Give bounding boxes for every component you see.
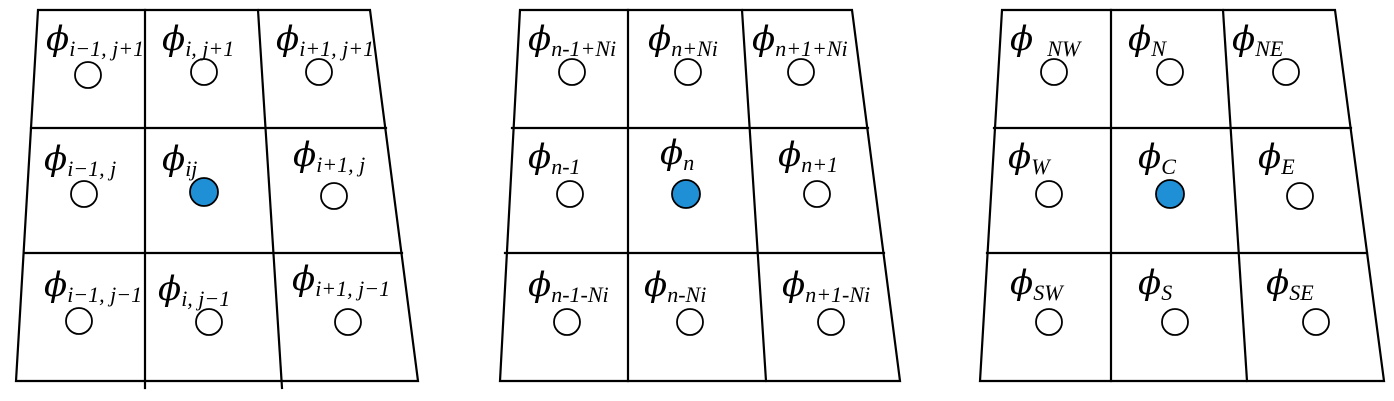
cell: ϕi−1, j <box>44 139 116 208</box>
node-circle <box>817 308 845 336</box>
node-circle <box>1035 308 1063 336</box>
grid-outline <box>14 8 420 383</box>
node-circle <box>1035 180 1063 208</box>
cell: ϕi, j+1 <box>162 19 234 86</box>
node-circle <box>674 58 702 86</box>
cell: ϕi+1, j <box>293 135 365 210</box>
center-node-circle <box>1155 179 1185 209</box>
cell: ϕSW <box>1010 263 1064 336</box>
cell-center: ϕC <box>1138 137 1185 209</box>
cell-label: ϕn-1 <box>528 137 581 179</box>
cell: ϕn-1+Ni <box>528 19 616 86</box>
cell-label: ϕn-1-Ni <box>528 265 609 307</box>
cell-label: ϕSE <box>1266 263 1314 305</box>
cell-label: ϕC <box>1138 137 1176 179</box>
cell: ϕW <box>1008 137 1063 208</box>
cell-label: ϕW <box>1008 137 1051 179</box>
node-circle <box>1272 58 1300 86</box>
cell-label: ϕE <box>1258 137 1295 179</box>
node-circle <box>195 308 223 336</box>
cell: ϕn+1-Ni <box>782 265 870 336</box>
node-circle <box>74 61 102 89</box>
node-circle <box>305 58 333 86</box>
cell-center: ϕij <box>162 139 219 207</box>
cell-label: ϕi+1, j+1 <box>276 19 374 61</box>
cell-label: ϕS <box>1138 263 1172 305</box>
node-circle <box>1161 308 1189 336</box>
cell: ϕn-1-Ni <box>528 265 609 336</box>
cell-label: ϕn+Ni <box>648 19 718 61</box>
cell-label: ϕNE <box>1232 19 1284 61</box>
cell-label: ϕSW <box>1010 263 1064 305</box>
cell-label: ϕn+1 <box>778 135 838 177</box>
cell: ϕi+1, j−1 <box>292 259 390 336</box>
node-circle <box>320 182 348 210</box>
cell: ϕSE <box>1266 263 1330 336</box>
grid-index-ij: ϕi−1, j+1 ϕi, j+1 ϕi+1, j+1 ϕi−1, j ϕij … <box>14 8 420 390</box>
cell: ϕS <box>1138 263 1189 336</box>
cell: ϕn-1 <box>528 137 584 208</box>
cell-label: ϕn <box>660 133 694 175</box>
grid-col-line <box>1221 8 1249 383</box>
node-circle <box>558 58 586 86</box>
cell-label: ϕi+1, j−1 <box>292 259 390 301</box>
cell: ϕn+1 <box>778 135 838 208</box>
cell: ϕi, j−1 <box>158 269 230 336</box>
center-node-circle <box>671 179 701 209</box>
node-circle <box>334 308 362 336</box>
cell-label: ϕi−1, j <box>44 139 116 181</box>
cell-label: ϕn+1+Ni <box>752 19 848 61</box>
node-circle <box>70 180 98 208</box>
cell-label: ϕi−1, j−1 <box>44 265 142 307</box>
node-circle <box>1040 58 1068 86</box>
node-circle <box>1302 308 1330 336</box>
cell-label: ϕn+1-Ni <box>782 265 870 307</box>
cell: ϕi+1, j+1 <box>276 19 374 86</box>
cell: ϕN <box>1128 19 1184 86</box>
node-circle <box>556 180 584 208</box>
grid-col-line <box>256 8 284 390</box>
cell-label: ϕi, j−1 <box>158 269 230 311</box>
node-circle <box>803 180 831 208</box>
cell: ϕE <box>1258 137 1314 210</box>
node-circle <box>65 307 93 335</box>
cell: ϕNE <box>1232 19 1300 86</box>
center-node-circle <box>189 177 219 207</box>
node-circle <box>676 308 704 336</box>
cell-label: ϕi+1, j <box>293 135 365 177</box>
node-circle <box>1286 182 1314 210</box>
cell-label: ϕn-1+Ni <box>528 19 616 61</box>
cell-label: ϕn-Ni <box>644 265 706 307</box>
cell: ϕi−1, j−1 <box>44 265 142 335</box>
cell-label: ϕij <box>162 139 197 181</box>
grid-index-n: ϕn-1+Ni ϕn+Ni ϕn+1+Ni ϕn-1 ϕn ϕn+1 ϕn-1-… <box>498 8 902 383</box>
cell: ϕn+Ni <box>648 19 718 86</box>
node-circle <box>190 58 218 86</box>
cell-label: ϕi, j+1 <box>162 19 234 61</box>
cell-center: ϕn <box>660 133 701 209</box>
cell: ϕi−1, j+1 <box>46 19 144 89</box>
cell: ϕn+1+Ni <box>752 19 848 86</box>
cell-label: ϕN <box>1128 19 1167 61</box>
cell-label: ϕi−1, j+1 <box>46 19 144 61</box>
cell: ϕn-Ni <box>644 265 706 336</box>
grid-col-line <box>740 8 768 383</box>
node-circle <box>553 308 581 336</box>
node-circle <box>787 58 815 86</box>
node-circle <box>1156 58 1184 86</box>
